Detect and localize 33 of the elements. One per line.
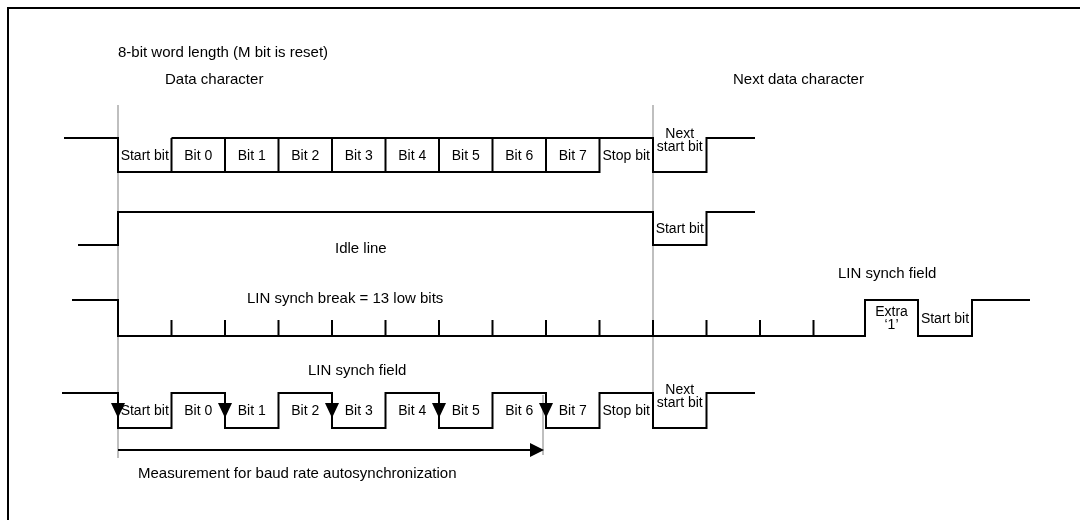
bit-label: Bit 0 <box>184 404 213 417</box>
bit-label: Bit 3 <box>344 148 373 162</box>
signal-label: Data character <box>165 71 264 87</box>
bit-label: Bit 0 <box>184 148 213 162</box>
bit-label: Start bit <box>920 311 970 325</box>
bit-label: Bit 2 <box>291 404 320 417</box>
signal-label: LIN synch break = 13 low bits <box>247 290 444 306</box>
bit-label: Bit 3 <box>344 404 373 417</box>
bit-label: Bit 7 <box>558 148 587 162</box>
bit-label: Start bit <box>655 222 704 235</box>
signal-label: Next data character <box>733 71 864 87</box>
bit-label: Stop bit <box>602 148 650 162</box>
signal-label: LIN synch field <box>308 362 407 378</box>
bit-label: Bit 7 <box>558 404 587 417</box>
bit-label: Bit 5 <box>451 404 480 417</box>
signal-label: LIN synch field <box>838 265 937 281</box>
bit-label: Bit 5 <box>451 148 480 162</box>
signal-label: Idle line <box>335 240 387 256</box>
bit-label: Start bit <box>120 148 169 162</box>
bit-label: Next start bit <box>655 127 704 153</box>
bit-label: Bit 6 <box>505 404 534 417</box>
bit-label: Bit 2 <box>291 148 320 162</box>
bit-label: Bit 1 <box>237 404 266 417</box>
signal-label: 8-bit word length (M bit is reset) <box>118 44 329 60</box>
bit-label: Extra ‘1’ <box>874 305 909 331</box>
bit-label: Bit 4 <box>398 404 427 417</box>
bit-label: Bit 6 <box>505 148 534 162</box>
bit-label: Stop bit <box>602 404 650 417</box>
bit-label: Start bit <box>120 404 169 417</box>
bit-label: Bit 1 <box>237 148 266 162</box>
bit-label: Next start bit <box>655 383 704 409</box>
signal-label: Measurement for baud rate autosynchronization <box>138 465 457 481</box>
bit-label: Bit 4 <box>398 148 427 162</box>
